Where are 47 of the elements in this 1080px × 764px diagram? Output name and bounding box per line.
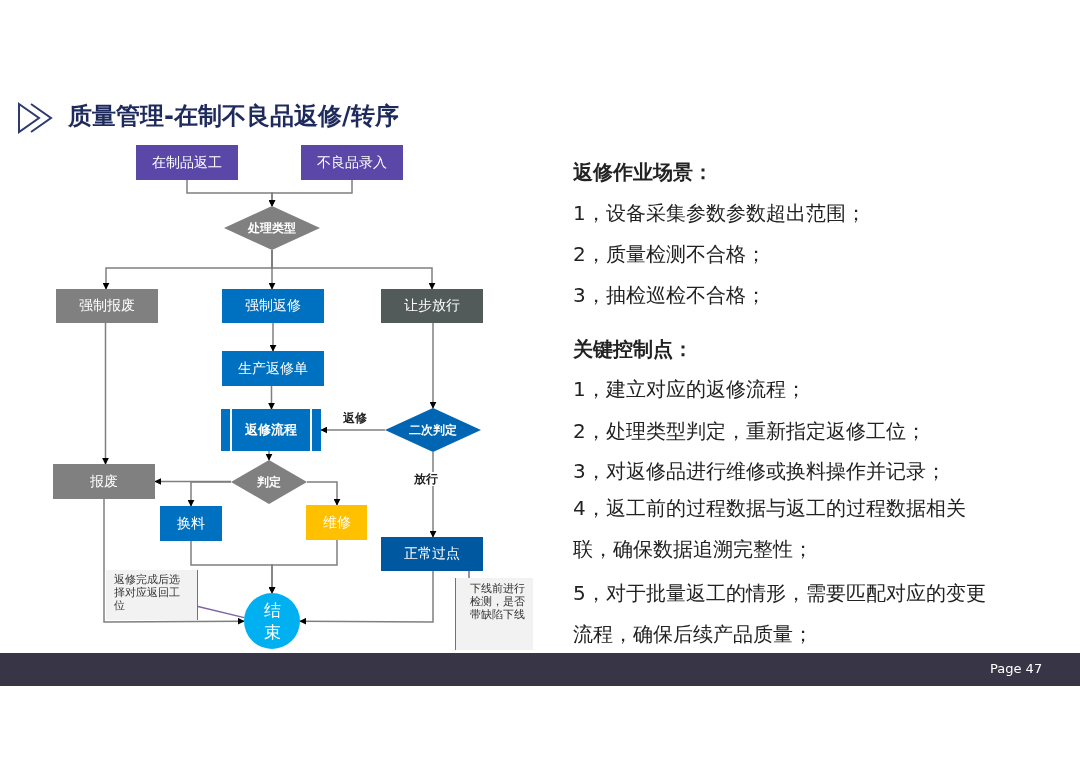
- process-box: 报废: [53, 464, 155, 499]
- list-item: 4，返工前的过程数据与返工的过程数据相关联，确保数据追溯完整性；: [573, 495, 967, 563]
- decision-diamond: 处理类型: [224, 206, 320, 250]
- subprocess-box: 返修流程: [221, 409, 321, 451]
- end-circle: 结束: [244, 593, 300, 649]
- arrow: [268, 385, 275, 410]
- title: 质量管理-在制不良品返修/转序: [68, 101, 399, 132]
- arrow: [299, 570, 434, 625]
- list-item: 1，建立对应的返修流程；: [573, 376, 806, 403]
- note-box: 下线前进行检测，是否带缺陷下线: [455, 578, 533, 650]
- leader-line: [468, 570, 470, 579]
- process-box: 换料: [160, 506, 222, 541]
- arrow: [265, 450, 273, 461]
- process-box: 让步放行: [381, 289, 483, 323]
- page-number: Page 47: [990, 660, 1043, 678]
- note-box: 返修完成后选择对应返回工位: [106, 570, 198, 620]
- leader-line: [197, 605, 245, 619]
- arrow: [268, 539, 338, 594]
- process-box: 强制报废: [56, 289, 158, 323]
- process-box: 强制返修: [222, 289, 324, 323]
- list-item: 5，对于批量返工的情形，需要匹配对应的变更流程，确保后续产品质量；: [573, 580, 987, 648]
- process-box: 正常过点: [381, 537, 483, 571]
- arrow: [187, 481, 232, 507]
- section-heading: 返修作业场景：: [573, 159, 713, 186]
- process-box: 维修: [306, 505, 367, 540]
- decision-diamond: 判定: [231, 460, 307, 504]
- list-item: 3，抽检巡检不合格；: [573, 282, 766, 309]
- decision-diamond: 二次判定: [385, 408, 481, 452]
- arrow: [271, 249, 436, 290]
- arrow: [103, 498, 245, 625]
- list-item: 3，对返修品进行维修或换料操作并记录；: [573, 458, 946, 485]
- section-heading: 关键控制点：: [573, 336, 693, 363]
- process-box: 生产返修单: [222, 351, 324, 386]
- arrow: [320, 426, 386, 434]
- edge-label: 返修: [341, 411, 369, 425]
- list-item: 1，设备采集参数参数超出范围；: [573, 200, 866, 227]
- process-box: 不良品录入: [301, 145, 403, 180]
- arrow: [429, 322, 437, 409]
- arrow: [269, 322, 277, 352]
- arrow: [268, 179, 353, 207]
- list-item: 2，质量检测不合格；: [573, 241, 766, 268]
- process-box: 在制品返工: [136, 145, 238, 180]
- arrow: [102, 322, 109, 465]
- list-item: 2，处理类型判定，重新指定返修工位；: [573, 418, 926, 445]
- arrow: [429, 451, 437, 538]
- edge-label: 放行: [412, 472, 440, 486]
- arrow: [306, 481, 341, 506]
